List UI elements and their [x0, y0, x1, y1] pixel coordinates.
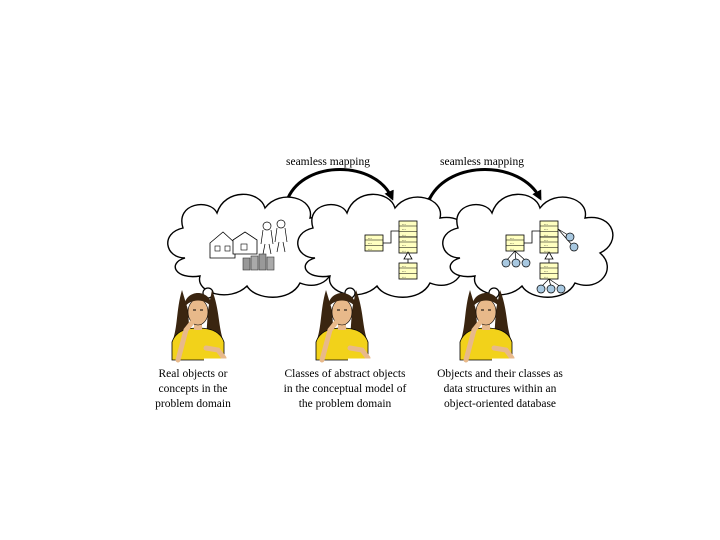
caption-line: Classes of abstract objects	[284, 368, 406, 380]
mapping-arrow-1	[280, 168, 394, 207]
coins-icon	[242, 253, 275, 271]
caption-class-model: Classes of abstract objects in the conce…	[270, 367, 420, 412]
caption-line: concepts in the	[158, 383, 228, 395]
mapping-label-1: seamless mapping	[286, 156, 370, 168]
thinker-figure-3	[460, 290, 516, 360]
cloud-real-objects	[167, 193, 339, 298]
caption-line: in the conceptual model of	[283, 383, 407, 395]
class-box-ellipsis: ...	[544, 264, 548, 269]
class-box-ellipsis: ...	[510, 247, 514, 252]
class-box-ellipsis: ...	[368, 236, 372, 241]
class-box-ellipsis: ...	[402, 249, 406, 254]
class-box-ellipsis: ...	[510, 241, 514, 246]
class-box-ellipsis: ...	[402, 243, 406, 248]
object-nodes	[501, 228, 579, 294]
class-box-ellipsis: ...	[544, 249, 548, 254]
caption-line: the problem domain	[298, 398, 392, 410]
caption-line: Objects and their classes as	[437, 368, 563, 380]
class-box-ellipsis: ...	[510, 236, 514, 241]
thinker-figure-1	[172, 290, 228, 360]
class-box-ellipsis: ...	[402, 269, 406, 274]
cloud-database	[442, 193, 614, 298]
caption-database: Objects and their classes as data struct…	[425, 367, 575, 412]
class-box-ellipsis: ...	[544, 222, 548, 227]
thinker-figure-2	[316, 290, 372, 360]
class-box-ellipsis: ...	[402, 264, 406, 269]
object-database-icon	[501, 221, 579, 294]
mapping-label-2: seamless mapping	[440, 156, 524, 168]
class-box-ellipsis: ...	[402, 275, 406, 280]
class-box-ellipsis: ...	[544, 275, 548, 280]
class-box-ellipsis: ...	[402, 222, 406, 227]
class-box-ellipsis: ...	[544, 227, 548, 232]
class-box-ellipsis: ...	[544, 269, 548, 274]
class-box-labels: ........................................…	[368, 222, 548, 280]
house-icon	[209, 231, 258, 259]
caption-line: object-oriented database	[443, 398, 557, 410]
caption-line: Real objects or	[158, 368, 228, 380]
caption-line: problem domain	[155, 398, 231, 410]
caption-real-objects: Real objects or concepts in the problem …	[118, 367, 268, 412]
caption-line: data structures within an	[443, 383, 557, 395]
people-icon	[260, 219, 288, 255]
class-box-ellipsis: ...	[402, 238, 406, 243]
mapping-arrow-2	[422, 168, 542, 207]
class-box-ellipsis: ...	[544, 238, 548, 243]
class-box-ellipsis: ...	[402, 233, 406, 238]
class-box-ellipsis: ...	[368, 247, 372, 252]
class-box-ellipsis: ...	[544, 233, 548, 238]
class-box-ellipsis: ...	[544, 243, 548, 248]
class-box-ellipsis: ...	[368, 241, 372, 246]
class-box-ellipsis: ...	[402, 227, 406, 232]
